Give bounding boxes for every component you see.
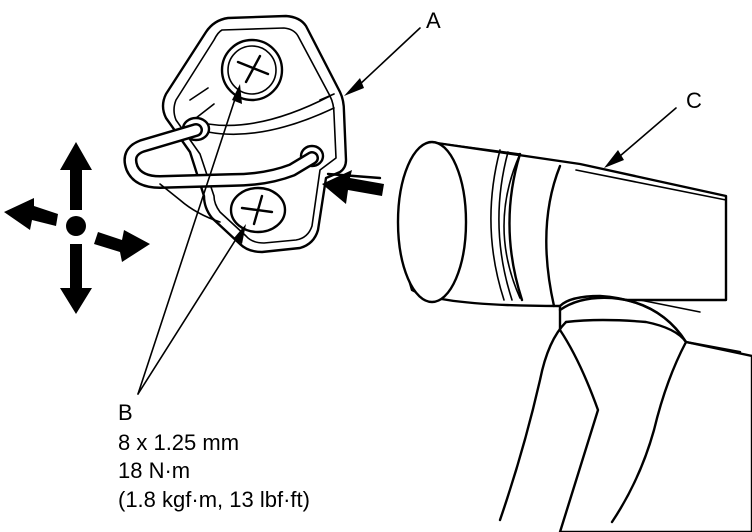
- label-c: C: [686, 88, 702, 113]
- label-a: A: [426, 8, 441, 33]
- bolt-icon: [220, 38, 284, 102]
- leader-lines: [137, 27, 677, 395]
- torque-nm-text: 18 N·m: [118, 458, 190, 483]
- bolt-icon: [229, 186, 287, 234]
- striker-loop: [123, 123, 319, 223]
- label-b: B: [118, 400, 133, 425]
- torque-alt-units-text: (1.8 kgf·m, 13 lbf·ft): [118, 487, 310, 512]
- striker-plate: [161, 14, 348, 254]
- move-directions-icon: [4, 142, 150, 314]
- push-direction-arrow-icon: [322, 170, 384, 204]
- bolt-size-text: 8 x 1.25 mm: [118, 430, 239, 455]
- latch-body: [396, 140, 752, 532]
